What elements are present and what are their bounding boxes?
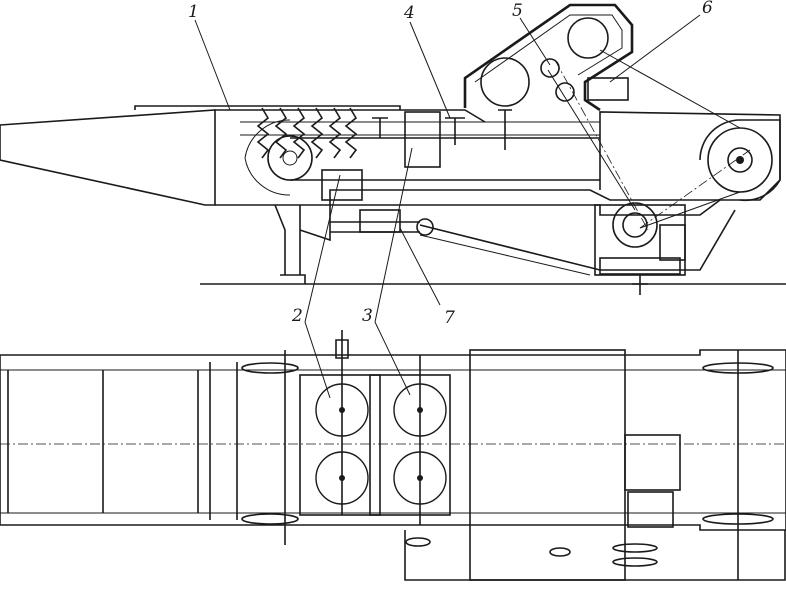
foot-bolt (632, 275, 648, 295)
plan-pulley-b (549, 547, 571, 557)
plan-motor (624, 434, 681, 491)
callout-2: 2 (292, 306, 303, 326)
hanger-1 (372, 117, 388, 138)
plan-hopper (469, 349, 626, 581)
roller-bay-2 (299, 374, 381, 516)
plan-pulley-d (612, 557, 658, 567)
spring-pack (256, 107, 358, 159)
callout-1: 1 (188, 2, 199, 22)
callout-4: 4 (404, 3, 415, 23)
roller-bay-3 (369, 374, 451, 516)
leader-3 (374, 147, 413, 323)
plan-motor-gear (627, 491, 674, 528)
callout-6: 6 (702, 0, 713, 18)
roller-pair-3 (393, 355, 447, 525)
plan-wheel-left-bot (241, 513, 299, 525)
leader-5 (519, 17, 551, 66)
hopper-inner (474, 14, 623, 83)
discharge-nose (0, 109, 216, 206)
support-leg-left (274, 204, 306, 284)
lower-frame-slope-2 (419, 234, 591, 276)
motor-foot (599, 257, 681, 275)
motor-coupling (659, 224, 686, 261)
plan-view (0, 330, 786, 581)
drive-belt-diag (547, 69, 636, 211)
leader-3b (374, 321, 411, 396)
side-elevation-view (0, 3, 786, 295)
frame-top-deck (134, 105, 401, 110)
plan-wheel-right-top (702, 362, 774, 374)
plan-drive-frame (404, 530, 786, 581)
tie-rod-pin (416, 218, 434, 236)
frame-top-rail (215, 109, 486, 123)
plan-cross-members (7, 362, 238, 520)
leader-1 (194, 19, 231, 111)
hanger-2 (445, 117, 465, 145)
left-sprocket-hub (282, 150, 298, 166)
plan-wheel-right-bot (702, 513, 774, 525)
center-line-drive (554, 59, 649, 231)
leader-4 (409, 21, 451, 119)
hopper-drum-1 (480, 57, 530, 107)
tie-rod (330, 221, 420, 233)
head-frame (699, 119, 781, 202)
leader-lines (194, 14, 701, 399)
head-wheel-axle (736, 156, 744, 164)
head-wheel-hub (727, 147, 753, 173)
main-body (215, 111, 781, 206)
leader-2 (304, 174, 341, 323)
roller-pair-2 (315, 330, 369, 515)
plan-pulley-a (405, 537, 431, 547)
plan-frame-outer (0, 349, 786, 531)
lower-frame-slope (419, 209, 736, 271)
drive-belt-upper (599, 49, 741, 129)
center-line-head (639, 149, 751, 229)
leader-6 (609, 14, 701, 83)
plan-wheel-left-top (241, 362, 299, 374)
vibrator-box (404, 111, 441, 168)
hopper-drum-2 (567, 17, 609, 59)
leader-7 (399, 227, 441, 306)
gear-reducer-inner (622, 212, 648, 238)
callout-7: 7 (444, 308, 455, 328)
drive-belt-lower (639, 191, 741, 229)
rod-7 (359, 209, 401, 233)
gear-reducer (612, 202, 658, 248)
callout-5: 5 (512, 1, 523, 21)
pulley-5b (555, 82, 575, 102)
exciter-block (321, 169, 363, 201)
hanger-3 (498, 109, 512, 150)
callout-3: 3 (362, 306, 373, 326)
lower-chassis (330, 199, 721, 216)
hopper-housing (463, 3, 634, 112)
plan-pulley-c (612, 543, 658, 553)
chain-loop-left (290, 137, 600, 181)
unit-6-box (587, 77, 629, 101)
leader-2b (304, 321, 331, 399)
left-sprocket (267, 135, 313, 181)
